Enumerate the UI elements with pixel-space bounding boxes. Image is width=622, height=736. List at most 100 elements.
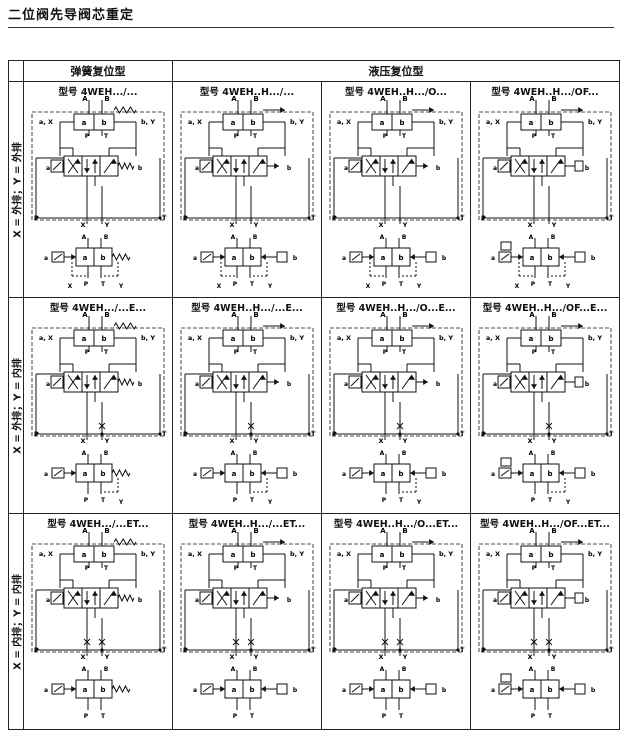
port-bY-label: b, Y	[439, 334, 453, 342]
symbol-B-label: B	[104, 450, 109, 457]
solenoid-a-label: a	[493, 597, 497, 604]
symbol-b-side-label: b	[293, 471, 298, 478]
port-B-label: B	[104, 528, 109, 535]
pilot-arrow-icon	[75, 375, 81, 380]
port-aX-label: a, X	[39, 118, 53, 126]
model-caption: 型号 4WEH..H.../OF...ET...	[480, 519, 610, 530]
pilot-arrow-icon	[92, 375, 98, 380]
symbol-A-label: A	[380, 450, 385, 457]
pilot-arrow-icon	[92, 159, 98, 164]
symbol-Y-label: Y	[118, 499, 124, 506]
symbol-solenoid-label: a	[193, 255, 197, 262]
port-T-label: T	[253, 349, 258, 356]
model-caption: 型号 4WEH.../...	[58, 87, 138, 98]
pilot-arrow-icon	[382, 384, 388, 389]
symbol-P-label: P	[84, 497, 89, 504]
port-aX-label: a, X	[39, 334, 53, 342]
junction-dot	[605, 432, 609, 436]
pilot-frame	[478, 543, 612, 653]
solenoid-a-label: a	[46, 597, 50, 604]
symbol-B-label: B	[551, 666, 556, 673]
pilot-cell-2	[528, 155, 548, 177]
symbol-a-label: a	[381, 254, 386, 262]
pilot-frame	[31, 543, 165, 653]
symbol-X-label: X	[366, 283, 371, 290]
symbol-hydraulic-return	[410, 683, 437, 695]
symbol-Y-label: Y	[267, 499, 273, 506]
symbol-T-label: T	[399, 497, 404, 504]
junction-dot	[398, 432, 402, 436]
port-aX-label: a, X	[337, 334, 351, 342]
symbol-solenoid-label: a	[44, 687, 48, 694]
pilot-frame	[478, 327, 612, 437]
model-caption: 型号 4WEH..H.../OF...E...	[482, 303, 608, 314]
junction-dot	[158, 216, 162, 220]
junction-dot	[547, 648, 551, 652]
symbol-b-label: b	[100, 254, 105, 262]
symbol-solenoid-icon	[349, 683, 374, 695]
symbol-solenoid-icon	[498, 251, 523, 263]
symbol-hydraulic-return	[261, 251, 288, 263]
port-T-label: T	[104, 349, 109, 356]
port-bY-label: b, Y	[290, 550, 304, 558]
symbol-solenoid-label: a	[491, 471, 495, 478]
return-spring	[113, 538, 137, 546]
symbol-A-label: A	[82, 450, 87, 457]
port-bY-label: b, Y	[588, 334, 602, 342]
junction-dot	[100, 432, 104, 436]
junction-dot	[158, 432, 162, 436]
internal-pilot-icon	[83, 638, 91, 646]
symbol-solenoid-label: a	[342, 255, 346, 262]
solenoid-icon	[199, 591, 213, 605]
symbol-b-side-label: b	[591, 471, 596, 478]
pilot-arrow-icon	[539, 159, 545, 164]
symbol-manual-override-icon	[500, 673, 512, 683]
pilot-arrow-icon	[531, 600, 537, 605]
port-P-label: P	[85, 349, 90, 356]
symbol-spring	[111, 252, 131, 262]
port-a-label: a	[231, 119, 236, 127]
port-a-label: a	[529, 119, 534, 127]
symbol-solenoid-label: a	[193, 687, 197, 694]
symbol-solenoid-icon	[498, 467, 523, 479]
port-bY-label: b, Y	[588, 118, 602, 126]
port-b-label: b	[399, 119, 404, 127]
junction-dot	[249, 648, 253, 652]
symbol-P-label: P	[382, 713, 387, 720]
symbol-a-label: a	[381, 470, 386, 478]
drain-Y-label: Y	[253, 221, 259, 229]
drain-X-label: X	[229, 221, 234, 229]
port-aX-label: a, X	[188, 118, 202, 126]
port-A-label: A	[529, 528, 535, 535]
junction-dot	[183, 432, 187, 436]
pilot-arrow-icon	[260, 591, 266, 596]
symbol-Y-label: Y	[267, 283, 273, 290]
port-P-label: P	[532, 565, 537, 572]
port-T-label: T	[551, 133, 556, 140]
corner-cell	[8, 60, 24, 82]
solenoid-a-label: a	[195, 165, 199, 172]
model-caption: 型号 4WEH..H.../...E...	[191, 303, 303, 314]
solenoid-icon	[497, 375, 511, 389]
symbol-X-label: X	[515, 283, 520, 290]
port-A-label: A	[231, 96, 237, 103]
symbol-P-label: P	[84, 713, 89, 720]
symbol-A-label: A	[82, 666, 87, 673]
symbol-b-label: b	[398, 470, 403, 478]
pilot-arrow-icon	[111, 591, 117, 596]
solenoid-icon	[50, 159, 64, 173]
symbol-P-label: P	[531, 713, 536, 720]
solenoid-b-label: b	[585, 165, 590, 172]
drain-X-label: X	[229, 437, 234, 445]
symbol-b-side-label: b	[442, 255, 447, 262]
drain-Y-label: Y	[104, 653, 110, 661]
symbol-hydraulic-return	[261, 467, 288, 479]
port-a-label: a	[529, 335, 534, 343]
symbol-P-label: P	[531, 281, 536, 288]
symbol-A-label: A	[529, 666, 534, 673]
